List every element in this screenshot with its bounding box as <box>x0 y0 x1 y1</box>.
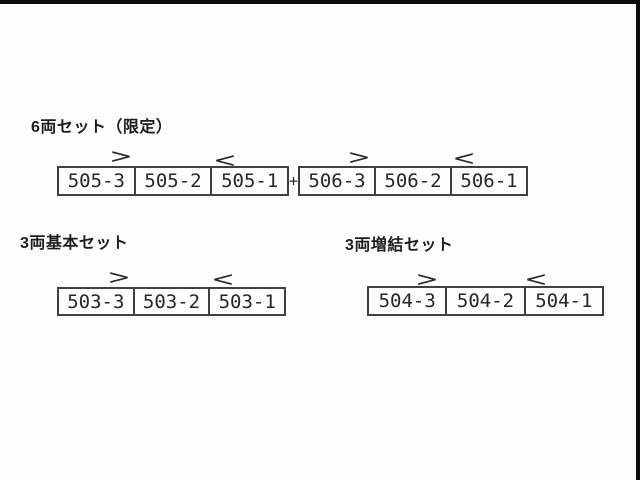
arrow-right-icon: > <box>347 145 371 169</box>
car-number-box: 504-1 <box>525 286 604 316</box>
arrow-left-icon: < <box>213 148 237 172</box>
arrow-right-icon: > <box>109 144 133 168</box>
car-number-box: 503-3 <box>57 287 135 316</box>
top-frame-bar <box>0 0 640 4</box>
car-number-box: 506-1 <box>452 166 528 196</box>
car-number-box: 503-2 <box>134 287 211 316</box>
arrow-right-icon: > <box>415 267 439 291</box>
addon-set-title: 3両増結セット <box>345 237 454 254</box>
car-group-506: 506-3 506-2 506-1 <box>298 166 528 196</box>
arrow-right-icon: > <box>107 265 131 289</box>
car-number-box: 505-3 <box>57 166 136 196</box>
car-number-box: 506-3 <box>298 166 376 196</box>
car-number-box: 505-2 <box>135 166 213 196</box>
arrow-left-icon: < <box>211 267 235 291</box>
six-car-set-title: 6両セット（限定） <box>31 119 173 136</box>
coupler-plus-symbol: + <box>288 172 299 190</box>
car-number-box: 506-2 <box>376 166 452 196</box>
car-number-box: 505-1 <box>212 166 290 196</box>
car-number-box: 504-3 <box>367 286 448 316</box>
basic-set-title: 3両基本セット <box>20 235 129 252</box>
car-number-box: 504-2 <box>447 286 526 316</box>
car-group-505: 505-3 505-2 505-1 <box>57 166 290 196</box>
right-frame-bar <box>636 0 640 480</box>
car-number-box: 503-1 <box>210 287 287 316</box>
car-group-504: 504-3 504-2 504-1 <box>367 286 604 316</box>
arrow-left-icon: < <box>524 267 548 291</box>
car-group-503: 503-3 503-2 503-1 <box>57 287 287 316</box>
arrow-left-icon: < <box>452 146 476 170</box>
